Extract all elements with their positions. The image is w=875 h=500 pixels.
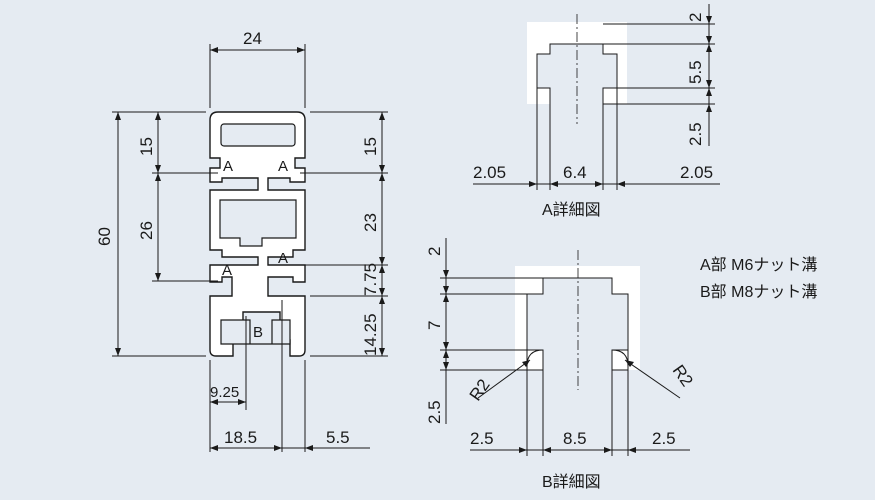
detail-a-dim-2: 2: [686, 13, 705, 22]
detail-b-dim-25-right: 2.5: [652, 429, 676, 448]
dim-right-775: 7.75: [361, 263, 380, 296]
dim-height-label: 60: [95, 227, 114, 246]
bottom-slot: [220, 319, 291, 345]
dim-left: 15 26: [137, 112, 218, 282]
detail-a-dim-205-right: 2.05: [680, 163, 713, 182]
detail-b-dim-25: 2.5: [425, 400, 444, 424]
detail-b-title: B詳細図: [542, 473, 601, 491]
middle-hollow: [219, 199, 297, 247]
detail-b-r-left: R2: [466, 376, 494, 405]
dim-bottom-185: 18.5: [224, 428, 257, 447]
detail-a-dim-205-left: 2.05: [473, 163, 506, 182]
slot-label-a4: A: [278, 250, 288, 267]
dim-width: 24: [209, 29, 306, 108]
dim-bottom-925: 9.25: [210, 384, 239, 401]
detail-b-r-leader-right: [624, 359, 681, 399]
detail-b-r-right: R2: [669, 361, 697, 390]
legend-b: B部 M8ナット溝: [700, 283, 817, 301]
slot-label-a2: A: [278, 158, 288, 175]
detail-b-dim-25-left: 2.5: [470, 429, 494, 448]
detail-b-dim-7: 7: [425, 321, 444, 330]
dim-right: 15 23 7.75 14.25: [300, 111, 388, 357]
detail-b: 2 7 2.5 2.5 8.5 2.5 R2 R2 B詳細図: [425, 238, 697, 491]
detail-b-dim-2: 2: [425, 247, 444, 256]
dim-right-1425: 14.25: [361, 313, 380, 356]
top-hollow: [220, 123, 296, 147]
detail-b-dim-85: 8.5: [563, 429, 587, 448]
dim-bottom: 9.25 18.5 5.5: [209, 300, 370, 452]
dim-width-label: 24: [243, 29, 262, 48]
detail-b-slot: [515, 266, 640, 370]
dim-right-15: 15: [361, 137, 380, 156]
detail-a-dim-55: 5.5: [686, 60, 705, 84]
detail-a-dim-64: 6.4: [563, 163, 587, 182]
slot-label-a1: A: [223, 158, 233, 175]
detail-a-title: A詳細図: [542, 201, 601, 219]
dim-bottom-55: 5.5: [326, 428, 350, 447]
legend-a: A部 M6ナット溝: [700, 256, 817, 274]
dim-height: 60: [95, 111, 206, 357]
slot-label-b: B: [253, 324, 263, 341]
dim-left-26: 26: [137, 221, 156, 240]
detail-a: 2 5.5 2.5 2.05 6.4 2.05 A詳細図: [473, 4, 720, 219]
detail-a-slot: [527, 22, 627, 104]
slot-label-a3: A: [222, 262, 232, 279]
detail-b-r-leader-left: [477, 359, 531, 399]
detail-a-outline: [536, 43, 618, 104]
detail-a-dim-25: 2.5: [686, 122, 705, 146]
main-profile: [209, 111, 306, 357]
dim-left-15: 15: [137, 137, 156, 156]
legend: A部 M6ナット溝 B部 M8ナット溝: [700, 256, 817, 301]
dim-right-23: 23: [361, 213, 380, 232]
